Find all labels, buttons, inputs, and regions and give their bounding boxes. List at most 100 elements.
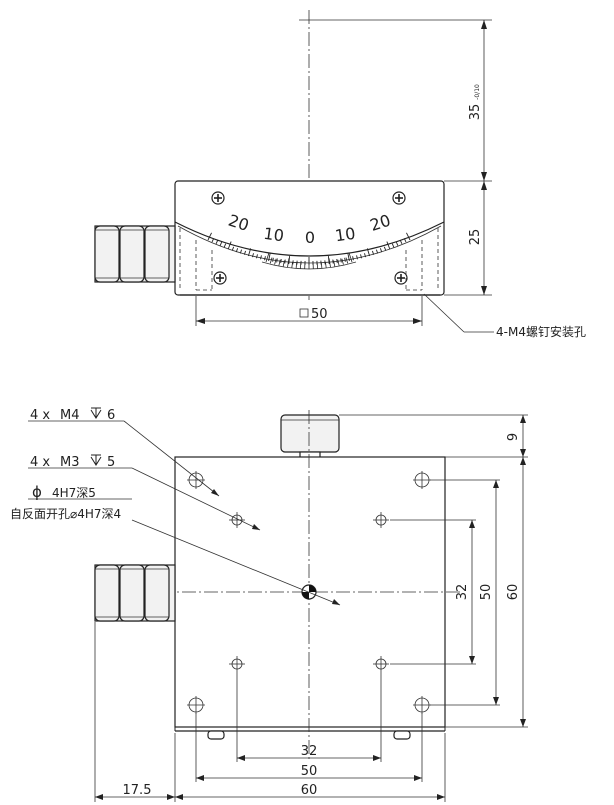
scale-tick (352, 256, 354, 261)
scale-tick (356, 255, 358, 260)
scale-ticks (207, 232, 411, 265)
scale-label-0: 0 (305, 228, 315, 247)
scale-tick (219, 241, 223, 246)
leader-m4 (123, 420, 220, 497)
callout-m4-thread: M4 (60, 408, 80, 423)
scale-tick (399, 240, 403, 245)
vernier-tick (291, 261, 293, 268)
scale-tick (272, 257, 274, 262)
scale-tick (211, 238, 215, 243)
vernier-tick (265, 253, 270, 263)
scale-tick (276, 258, 278, 263)
screw-leader (423, 293, 465, 333)
scale-tick (280, 259, 282, 264)
knob-plan-left (94, 564, 176, 622)
vernier-tick (274, 258, 277, 265)
scale-tick (288, 255, 291, 265)
dim-35-tolerance: -0/10 (474, 84, 481, 100)
vernier-tick (333, 260, 336, 267)
dim-32-right-label: 32 (455, 584, 470, 601)
scale-tick (340, 258, 342, 263)
dim-50-bottom-label: 50 (301, 764, 318, 779)
depth-icon-m4 (90, 407, 102, 419)
scale-label-left-10: 10 (262, 224, 285, 246)
dim-50-top-label: 50 (311, 307, 328, 322)
vernier-tick (328, 258, 331, 268)
screw-top-right (392, 191, 406, 205)
scale-tick (344, 257, 346, 262)
leader-m3 (131, 467, 261, 531)
scale-tick (395, 241, 399, 246)
vernier-tick (337, 259, 340, 266)
vernier-tick (348, 253, 353, 263)
dim-60-right-label: 60 (506, 584, 521, 601)
vernier-tick (325, 261, 327, 268)
callout-phi-text: 4H7深5 (52, 486, 96, 500)
vernier-tick (269, 257, 273, 264)
dim-9-label: 9 (506, 433, 521, 441)
mounting-holes (187, 471, 431, 714)
scale-tick (383, 246, 387, 251)
callout-m4-depth: 6 (107, 408, 115, 423)
scale-tick (406, 232, 411, 241)
hole-m4-top-left (187, 471, 205, 489)
dim-32-bottom-label: 32 (301, 744, 318, 759)
screw-note: 4-M4螺钉安装孔 (496, 324, 586, 339)
scale-tick (223, 243, 227, 248)
vernier-tick (320, 262, 323, 269)
leader-center (131, 519, 341, 606)
scale-tick (239, 249, 243, 254)
vernier-tick (282, 260, 285, 267)
knob-top (94, 225, 176, 283)
callout-m3-depth: 5 (107, 455, 115, 470)
screw-top-left (211, 191, 225, 205)
knob-plan-top (280, 414, 340, 459)
scale-tick (207, 232, 212, 241)
hole-m4-top-right (413, 471, 431, 489)
scale-tick (227, 241, 232, 250)
scale-label-right-10: 10 (334, 224, 357, 246)
scale-tick (360, 254, 362, 259)
scale-tick (235, 248, 239, 253)
vernier-tick (287, 258, 290, 268)
scale-tick (215, 240, 219, 245)
dim-25-label: 25 (468, 229, 483, 246)
top-view: 20 10 0 10 20 (94, 10, 586, 339)
callout-m4-count: 4 x (30, 408, 50, 423)
scale-tick (379, 248, 383, 253)
scale-tick (268, 253, 271, 262)
vernier-tick (341, 258, 344, 265)
scale-tick (391, 243, 395, 248)
dim-50-right-label: 50 (479, 584, 494, 601)
square-symbol (299, 308, 309, 318)
hole-m4-bottom-left (187, 696, 205, 714)
hole-m3-bottom-right (373, 656, 389, 672)
hole-m3-bottom-left (229, 656, 245, 672)
scale-tick (243, 250, 246, 255)
callout-m3-count: 4 x (30, 455, 50, 470)
scale-tick (347, 253, 350, 262)
vernier-tick (295, 262, 298, 269)
depth-icon-m3 (90, 454, 102, 466)
scale-tick (386, 241, 391, 250)
callout-reverse-note: 自反面开孔⌀4H7深4 (10, 507, 121, 521)
callout-phi-symbol: ϕ (32, 483, 42, 501)
scale-tick (375, 249, 379, 254)
scale-tick (264, 256, 266, 261)
hole-m3-top-right (373, 512, 389, 528)
scale-tick (364, 253, 366, 258)
hole-m3-top-left (229, 512, 245, 528)
screw-bottom-right (394, 271, 408, 285)
vernier-tick (278, 259, 281, 266)
scale-tick (366, 248, 371, 257)
dim-35-label: 35 (468, 104, 483, 121)
plan-view: 4 x M4 6 4 x M3 5 ϕ 4H7深5 自反面开孔⌀4H7深4 9 … (10, 407, 528, 802)
screw-bottom-left (213, 271, 227, 285)
dim-60-bottom-label: 60 (301, 783, 318, 798)
scale-tick (231, 246, 235, 251)
dim-17-5-label: 17.5 (123, 783, 152, 798)
scale-tick (252, 253, 254, 258)
scale-tick (403, 238, 407, 243)
vernier-tick (345, 257, 349, 264)
